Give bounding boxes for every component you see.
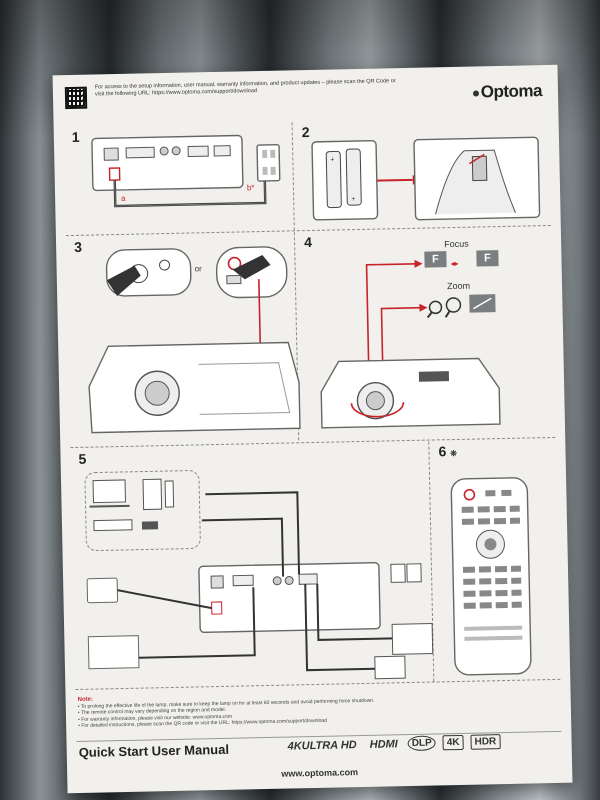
- hdr-logo: HDR: [470, 734, 501, 750]
- step-6-remote: 6 ❊: [430, 439, 561, 682]
- battery-insertion-illustration: + +: [311, 136, 541, 221]
- 4k-logo: 4K: [442, 734, 464, 751]
- manual-title: Quick Start User Manual: [78, 741, 230, 760]
- label-a: a: [121, 193, 126, 203]
- header-info-text: For access to the setup information, use…: [94, 78, 396, 98]
- svg-text:+: +: [351, 196, 355, 203]
- connection-diagram: [84, 470, 434, 680]
- step-4-focus-zoom: 4 Focus F F ◂▸ Zoom: [296, 227, 555, 440]
- svg-text:+: +: [330, 156, 334, 163]
- brand-logo: Optoma: [472, 81, 543, 102]
- qr-code-icon: [64, 86, 88, 110]
- lens-adjust-illustration: [320, 259, 501, 429]
- footer-url: www.optoma.com: [281, 767, 359, 779]
- ultra-hd-logo: 4KULTRA HD: [287, 738, 357, 753]
- step-2-batteries: 2 + +: [294, 117, 551, 228]
- certification-logos: 4KULTRA HD HDMI DLP 4K HDR: [284, 734, 501, 754]
- remote-control-illustration: [450, 477, 532, 676]
- step-3-power-on: 3 or: [66, 232, 301, 445]
- step-5-connections: 5: [70, 442, 434, 689]
- notes-section: Note: • To prolong the effective life of…: [78, 687, 549, 729]
- hdmi-logo: HDMI: [369, 737, 398, 751]
- or-text: or: [194, 264, 202, 274]
- quick-start-sheet: For access to the setup information, use…: [52, 64, 573, 794]
- step-1-power: 1 a b*: [64, 122, 292, 233]
- power-button-illustration: [88, 246, 301, 434]
- label-b: b*: [246, 183, 255, 193]
- projector-rear-illustration: [91, 134, 281, 208]
- dlp-logo: DLP: [407, 735, 436, 752]
